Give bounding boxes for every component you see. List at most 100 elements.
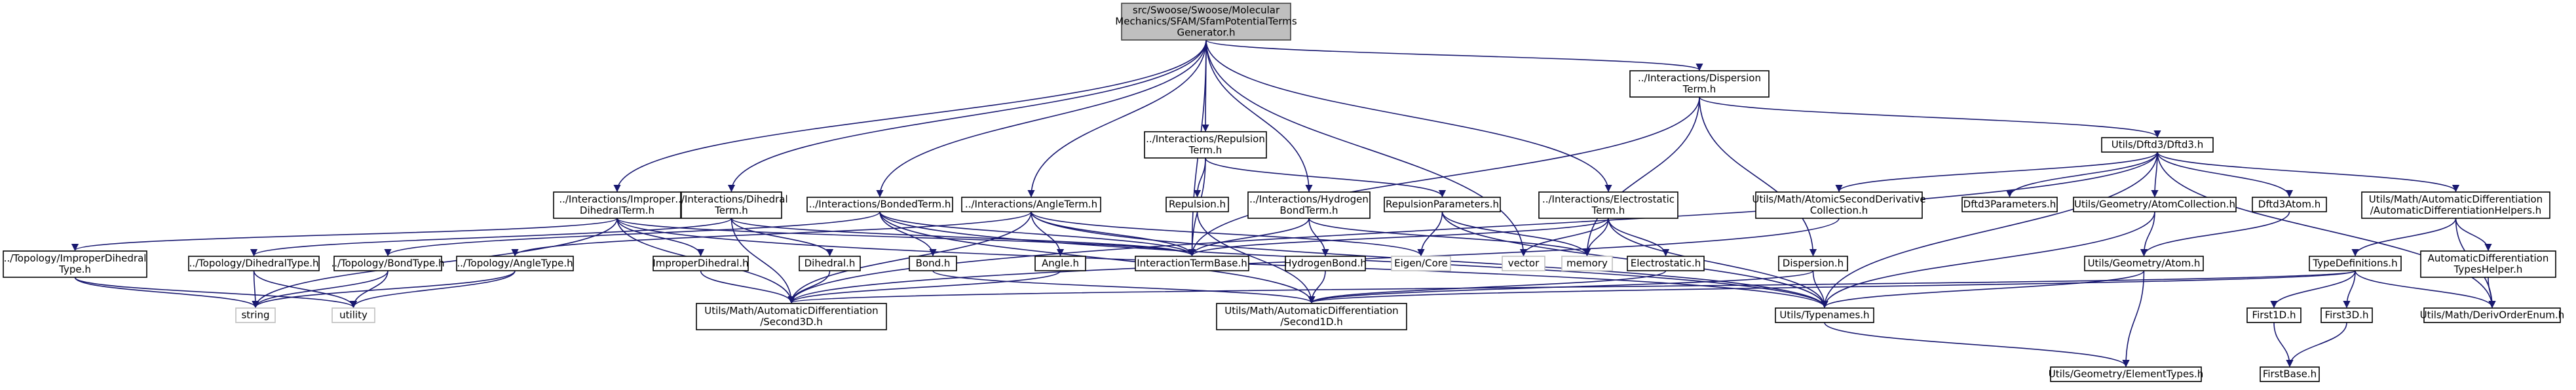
node-label: RepulsionParameters.h bbox=[1386, 199, 1499, 210]
node-box bbox=[1285, 256, 1366, 271]
edge-dftd3-to-second3d bbox=[787, 151, 2158, 304]
node-label: FirstBase.h bbox=[2263, 368, 2317, 380]
node-label: Repulsion.h bbox=[1169, 199, 1226, 210]
edge-topo_angle_type-to-utility bbox=[349, 270, 516, 309]
node-improper-dihedral-h[interactable]: ImproperDihedral.h bbox=[653, 256, 749, 271]
node-first1d[interactable]: First1D.h bbox=[2246, 307, 2301, 323]
node-dftd3-parameters[interactable]: Dftd3Parameters.h bbox=[1961, 197, 2058, 212]
node-box bbox=[553, 191, 681, 219]
edge-electrostatic_term-to-interaction_term_base bbox=[1188, 218, 1609, 257]
node-box bbox=[1538, 191, 1678, 219]
edge-ad_helpers-to-ad_types_helper bbox=[2455, 218, 2492, 252]
node-label: Utils/Math/AutomaticDifferentiation bbox=[1224, 305, 1398, 317]
node-first-base[interactable]: FirstBase.h bbox=[2260, 366, 2320, 382]
node-type-definitions[interactable]: TypeDefinitions.h bbox=[2309, 256, 2402, 271]
edge-improper_dihedral_term-to-improper_dihedral_h bbox=[616, 218, 705, 257]
node-second3d[interactable]: Utils/Math/AutomaticDifferentiation/Seco… bbox=[696, 303, 887, 330]
node-second1d[interactable]: Utils/Math/AutomaticDifferentiation/Seco… bbox=[1216, 303, 1407, 330]
edge-topo_angle_type-to-string bbox=[252, 270, 516, 309]
node-atom-h[interactable]: Utils/Geometry/Atom.h bbox=[2084, 256, 2204, 271]
node-label: Dihedral.h bbox=[805, 258, 856, 269]
node-box bbox=[1778, 256, 1848, 271]
node-hydrogen-bond-h[interactable]: HydrogenBond.h bbox=[1284, 256, 1367, 271]
node-label: Collection.h bbox=[1810, 205, 1868, 216]
node-angle-h[interactable]: Angle.h bbox=[1034, 256, 1086, 271]
edge-root-to-vector bbox=[1205, 39, 1528, 257]
node-typenames[interactable]: Utils/Typenames.h bbox=[1775, 307, 1874, 323]
node-topo-angle-type[interactable]: ../Topology/AngleType.h bbox=[456, 256, 574, 271]
node-label: Dftd3Parameters.h bbox=[1963, 199, 2056, 210]
node-label: memory bbox=[1566, 258, 1608, 269]
edge-root-to-improper_dihedral_term bbox=[613, 39, 1207, 193]
edge-root-to-dihedral_term bbox=[727, 39, 1207, 193]
node-dispersion-h[interactable]: Dispersion.h bbox=[1778, 256, 1848, 271]
node-element-types[interactable]: Utils/Geometry/ElementTypes.h bbox=[2049, 366, 2204, 382]
node-dihedral-term[interactable]: ../Interactions/DihedralTerm.h bbox=[675, 191, 788, 219]
node-ad-helpers[interactable]: Utils/Math/AutomaticDifferentiation/Auto… bbox=[2361, 191, 2550, 219]
node-angle-term[interactable]: ../Interactions/AngleTerm.h bbox=[961, 197, 1101, 212]
node-box bbox=[2260, 366, 2320, 382]
node-label: Utils/Typenames.h bbox=[1779, 309, 1869, 321]
edge-type_definitions-to-deriv_order_enum bbox=[2355, 270, 2496, 309]
node-box bbox=[909, 256, 957, 271]
node-deriv-order-enum[interactable]: Utils/Math/DerivOrderEnum.h bbox=[2420, 307, 2565, 323]
edge-dispersion_term-to-memory bbox=[1583, 96, 1700, 257]
node-box bbox=[1034, 256, 1086, 271]
node-first3d[interactable]: First3D.h bbox=[2320, 307, 2373, 323]
node-dftd3-atom[interactable]: Dftd3Atom.h bbox=[2252, 197, 2327, 212]
node-box bbox=[1961, 197, 2058, 212]
node-dftd3[interactable]: Utils/Dftd3/Dftd3.h bbox=[2101, 137, 2214, 153]
node-electrostatic-h[interactable]: Electrostatic.h bbox=[1627, 256, 1705, 271]
node-atom-collection[interactable]: Utils/Geometry/AtomCollection.h bbox=[2073, 197, 2237, 212]
edge-angle_term-to-topo_angle_type bbox=[511, 211, 1032, 257]
node-eigen-core[interactable]: Eigen/Core bbox=[1391, 256, 1451, 271]
edge-dihedral_term-to-dihedral_h bbox=[730, 218, 834, 257]
node-label: ../Interactions/Electrostatic bbox=[1542, 193, 1675, 205]
node-label: ../Interactions/Dihedral bbox=[675, 193, 787, 205]
node-atomic-second-derivative[interactable]: Utils/Math/AtomicSecondDerivativeCollect… bbox=[1752, 191, 1926, 219]
edge-root-to-bonded_term bbox=[876, 39, 1207, 198]
node-bond-h[interactable]: Bond.h bbox=[909, 256, 957, 271]
edge-angle_term-to-eigen_core bbox=[1031, 211, 1425, 257]
node-box bbox=[3, 250, 147, 278]
node-utility[interactable]: utility bbox=[331, 307, 375, 323]
node-repulsion-h[interactable]: Repulsion.h bbox=[1165, 197, 1229, 212]
node-box bbox=[2252, 197, 2327, 212]
node-box bbox=[1144, 131, 1267, 159]
edge-bonded_term-to-second1d bbox=[879, 211, 1316, 304]
node-string[interactable]: string bbox=[235, 307, 276, 323]
node-topo-dihedral-type[interactable]: ../Topology/DihedralType.h bbox=[188, 256, 320, 271]
edge-topo_dihedral_type-to-utility bbox=[253, 270, 358, 309]
edge-first3d-to-first_base bbox=[2286, 322, 2347, 368]
node-box bbox=[1391, 256, 1451, 271]
edge-hydrogen_bond_term-to-interaction_term_base bbox=[1188, 218, 1310, 257]
edge-dftd3-to-ad_helpers bbox=[2157, 151, 2459, 193]
node-repulsion-parameters[interactable]: RepulsionParameters.h bbox=[1384, 197, 1501, 212]
node-interaction-term-base[interactable]: InteractionTermBase.h bbox=[1135, 256, 1249, 271]
node-label: ../Interactions/Repulsion bbox=[1146, 133, 1265, 145]
node-dihedral-h[interactable]: Dihedral.h bbox=[799, 256, 861, 271]
node-box bbox=[333, 256, 442, 271]
edge-ad_types_helper-to-deriv_order_enum bbox=[2488, 277, 2496, 309]
node-label: src/Swoose/Swoose/Molecular bbox=[1133, 5, 1280, 16]
node-label: Utils/Math/DerivOrderEnum.h bbox=[2420, 309, 2565, 321]
node-memory[interactable]: memory bbox=[1561, 256, 1613, 271]
node-box bbox=[188, 256, 320, 271]
node-label: Utils/Geometry/ElementTypes.h bbox=[2049, 368, 2204, 380]
node-label: AutomaticDifferentiation bbox=[2428, 252, 2549, 264]
node-label: ../Interactions/Improper bbox=[559, 193, 675, 205]
node-bonded-term[interactable]: ../Interactions/BondedTerm.h bbox=[806, 197, 953, 212]
node-topo-bond-type[interactable]: ../Topology/BondType.h bbox=[331, 256, 445, 271]
node-root[interactable]: src/Swoose/Swoose/MolecularMechanics/SFA… bbox=[1115, 3, 1297, 41]
node-vector[interactable]: vector bbox=[1502, 256, 1545, 271]
edge-type_definitions-to-second3d bbox=[788, 270, 2356, 304]
node-label: First1D.h bbox=[2252, 309, 2296, 321]
node-box bbox=[1502, 256, 1545, 271]
